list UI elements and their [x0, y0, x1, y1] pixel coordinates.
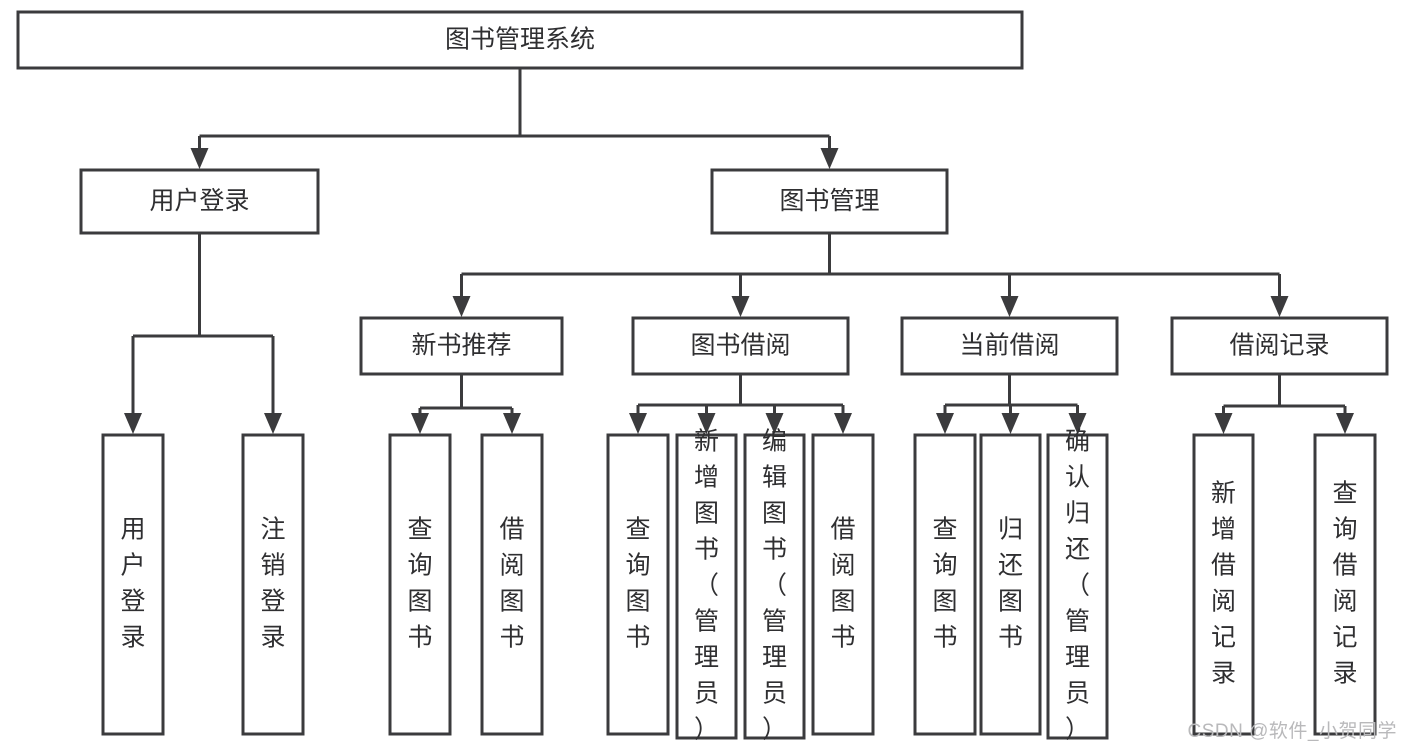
- arrow-head-icon: [731, 296, 750, 317]
- node-leaf-query-book-current[interactable]: 查询图书: [913, 433, 977, 736]
- arrow-head-icon: [1336, 413, 1354, 434]
- node-label: 查询借阅记录: [1332, 479, 1357, 687]
- arrow-head-icon: [452, 296, 471, 317]
- watermark: CSDN @软件_小贺同学: [1187, 721, 1397, 742]
- arrow-head-icon: [765, 413, 784, 434]
- node-box: [1192, 433, 1255, 736]
- arrow-head-icon: [124, 413, 142, 434]
- node-box: [631, 316, 850, 376]
- node-box: [1046, 433, 1109, 740]
- node-leaf-query-book-rec[interactable]: 查询图书: [388, 433, 452, 736]
- node-leaf-query-book-borrow[interactable]: 查询图书: [606, 433, 670, 736]
- node-label: 借阅图书: [499, 515, 524, 651]
- node-book-borrow[interactable]: 图书借阅: [631, 316, 850, 376]
- node-book-manage[interactable]: 图书管理: [710, 168, 949, 235]
- node-label: 图书管理系统: [445, 26, 595, 54]
- node-leaf-confirm-return-admin[interactable]: 确认归还（管理员）: [1046, 427, 1109, 743]
- node-box: [900, 316, 1119, 376]
- node-leaf-query-borrow-record[interactable]: 查询借阅记录: [1313, 433, 1377, 736]
- node-box: [480, 433, 544, 736]
- arrow-head-icon: [834, 413, 852, 434]
- node-label: 归还图书: [998, 515, 1023, 651]
- node-box: [979, 433, 1042, 736]
- arrow-head-icon: [1270, 296, 1289, 317]
- node-box: [913, 433, 977, 736]
- node-box: [101, 433, 165, 736]
- node-box: [1170, 316, 1389, 376]
- node-leaf-add-book-admin[interactable]: 新增图书（管理员）: [675, 427, 738, 743]
- node-box: [79, 168, 320, 235]
- node-box: [811, 433, 875, 736]
- node-label: 新增图书（管理员）: [694, 427, 719, 743]
- arrow-head-icon: [936, 413, 954, 434]
- node-new-book-rec[interactable]: 新书推荐: [359, 316, 564, 376]
- arrow-head-icon: [503, 413, 521, 434]
- arrow-head-icon: [697, 413, 716, 434]
- node-current-borrow[interactable]: 当前借阅: [900, 316, 1119, 376]
- node-box: [241, 433, 305, 736]
- node-label: 查询图书: [407, 515, 432, 651]
- node-label: 图书管理: [779, 187, 879, 215]
- node-leaf-user-login[interactable]: 用户登录: [101, 433, 165, 736]
- node-leaf-user-logout[interactable]: 注销登录: [241, 433, 305, 736]
- node-label: 当前借阅: [959, 332, 1059, 360]
- node-label: 新增借阅记录: [1211, 479, 1236, 687]
- connector-layer: [124, 68, 1354, 434]
- node-label: 注销登录: [260, 515, 285, 651]
- node-label: 借阅记录: [1229, 332, 1329, 360]
- node-box: [16, 10, 1024, 70]
- node-label: 查询图书: [625, 515, 650, 651]
- node-label: 新书推荐: [411, 332, 511, 360]
- arrow-head-icon: [190, 148, 209, 169]
- node-user-login[interactable]: 用户登录: [79, 168, 320, 235]
- node-box: [1313, 433, 1377, 736]
- node-label: 图书借阅: [690, 332, 790, 360]
- arrow-head-icon: [1214, 413, 1233, 434]
- node-label: 编辑图书（管理员）: [762, 427, 787, 743]
- node-leaf-edit-book-admin[interactable]: 编辑图书（管理员）: [743, 427, 806, 743]
- arrow-head-icon: [1001, 413, 1020, 434]
- node-root[interactable]: 图书管理系统: [16, 10, 1024, 70]
- node-leaf-borrow-book-rec[interactable]: 借阅图书: [480, 433, 544, 736]
- node-box: [743, 433, 806, 740]
- arrow-head-icon: [629, 413, 647, 434]
- arrow-head-icon: [411, 413, 429, 434]
- node-borrow-record[interactable]: 借阅记录: [1170, 316, 1389, 376]
- arrow-head-icon: [820, 148, 839, 169]
- arrow-head-icon: [264, 413, 282, 434]
- node-label: 确认归还（管理员）: [1065, 427, 1090, 743]
- node-label: 查询图书: [932, 515, 957, 651]
- node-leaf-return-book[interactable]: 归还图书: [979, 433, 1042, 736]
- node-label: 借阅图书: [830, 515, 855, 651]
- node-layer: 图书管理系统用户登录图书管理新书推荐图书借阅当前借阅借阅记录用户登录注销登录查询…: [16, 10, 1389, 743]
- node-box: [710, 168, 949, 235]
- node-label: 用户登录: [120, 515, 145, 651]
- arrow-head-icon: [1068, 413, 1087, 434]
- node-box: [359, 316, 564, 376]
- node-box: [606, 433, 670, 736]
- arrow-head-icon: [1000, 296, 1019, 317]
- node-leaf-borrow-book[interactable]: 借阅图书: [811, 433, 875, 736]
- node-box: [388, 433, 452, 736]
- node-box: [675, 433, 738, 740]
- node-label: 用户登录: [149, 187, 249, 215]
- node-leaf-add-borrow-record[interactable]: 新增借阅记录: [1192, 433, 1255, 736]
